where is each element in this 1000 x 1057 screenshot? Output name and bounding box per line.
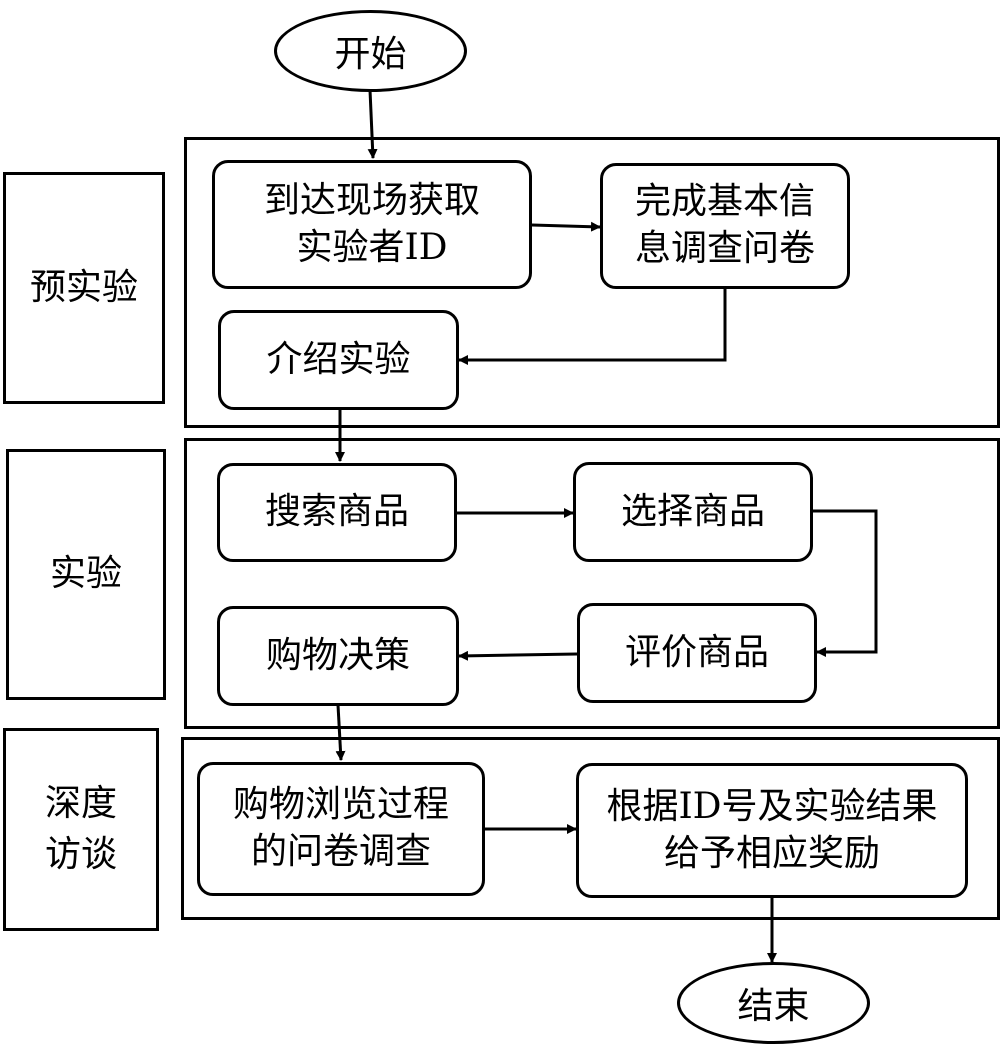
arrow-evaluate-to-decide [458, 650, 578, 661]
arrow-survey-to-intro [458, 288, 727, 365]
step-label: 完成基本信 息调查问卷 [634, 181, 815, 269]
end-label: 结束 [737, 986, 810, 1027]
step-label: 介绍实验 [266, 338, 411, 380]
step-arrive-get-id: 到达现场获取 实验者ID [212, 160, 532, 289]
step-search-products: 搜索商品 [217, 463, 457, 562]
phase-frame-pre-experiment [184, 137, 1000, 428]
arrow-decide-to-browse-survey [335, 704, 346, 761]
arrow-start-to-arrive [367, 89, 378, 159]
step-browse-process-survey: 购物浏览过程 的问卷调查 [197, 762, 485, 896]
end-node: 结束 [677, 962, 870, 1044]
step-label: 评价商品 [624, 631, 769, 673]
step-label: 购物决策 [265, 634, 410, 676]
step-label: 根据ID号及实验结果 给予相应奖励 [606, 785, 938, 874]
phase-label-text: 深度 访谈 [44, 783, 117, 875]
step-label: 购物浏览过程 的问卷调查 [232, 784, 449, 872]
phase-frame-experiment [184, 438, 1000, 729]
step-evaluate-products: 评价商品 [577, 603, 817, 703]
phase-label-text: 预实验 [29, 266, 138, 308]
phase-label-interview: 深度 访谈 [3, 728, 159, 931]
step-label: 搜索商品 [264, 491, 409, 533]
start-node: 开始 [274, 10, 467, 92]
step-introduce-experiment: 介绍实验 [218, 310, 459, 410]
step-label: 到达现场获取 实验者ID [263, 179, 480, 268]
step-select-products: 选择商品 [573, 462, 813, 562]
phase-label-pre-experiment: 预实验 [3, 172, 165, 404]
step-basic-info-survey: 完成基本信 息调查问卷 [600, 163, 850, 289]
phase-label-experiment: 实验 [6, 449, 166, 700]
phase-frame-interview [181, 737, 1000, 920]
phase-label-text: 实验 [49, 553, 122, 595]
start-label: 开始 [334, 34, 407, 75]
arrow-arrive-to-survey [531, 221, 601, 232]
step-purchase-decision: 购物决策 [217, 606, 459, 706]
step-label: 选择商品 [620, 490, 765, 532]
arrow-select-to-evaluate [813, 509, 878, 657]
step-give-reward: 根据ID号及实验结果 给予相应奖励 [576, 763, 968, 898]
